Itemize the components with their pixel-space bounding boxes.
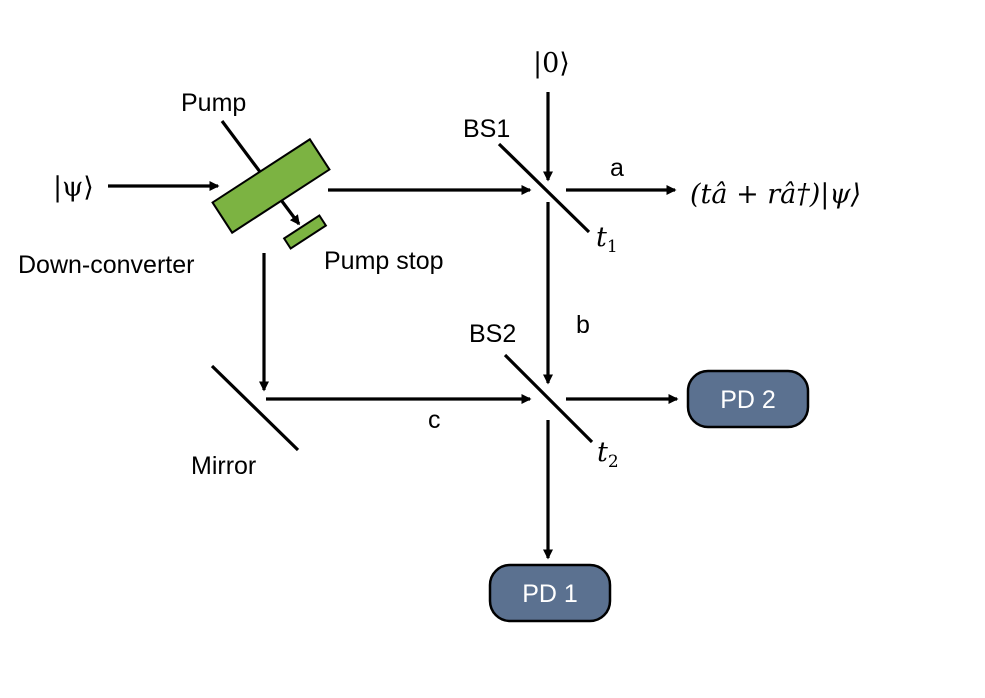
- down-converter-label: Down-converter: [18, 251, 194, 279]
- bs1-label: BS1: [463, 115, 510, 143]
- vacuum-state-label: |0⟩: [533, 48, 570, 79]
- mirror-label: Mirror: [191, 452, 256, 480]
- photodetector-2: [686, 369, 810, 429]
- t2-label: t2: [597, 437, 619, 472]
- photodetector-1: [488, 563, 612, 623]
- pump-stop: [282, 214, 328, 250]
- pd1-label: PD 1: [522, 580, 578, 608]
- pump-stop-label: Pump stop: [324, 247, 444, 275]
- output-state-label: (tâ + râ†)|ψ⟩: [690, 179, 861, 210]
- pd2-label: PD 2: [720, 386, 776, 414]
- beam-splitter-1: [497, 142, 591, 234]
- mode-b-label: b: [576, 311, 590, 339]
- t1-label: t1: [596, 222, 618, 257]
- bs2-label: BS2: [469, 320, 516, 348]
- mirror: [210, 364, 300, 452]
- beam-splitter-2: [503, 353, 594, 444]
- down-converter-crystal: [211, 137, 331, 235]
- mode-c-label: c: [428, 406, 441, 434]
- pump-label: Pump: [181, 89, 246, 117]
- mode-a-label: a: [610, 154, 624, 182]
- input-state-label: |ψ⟩: [53, 172, 94, 203]
